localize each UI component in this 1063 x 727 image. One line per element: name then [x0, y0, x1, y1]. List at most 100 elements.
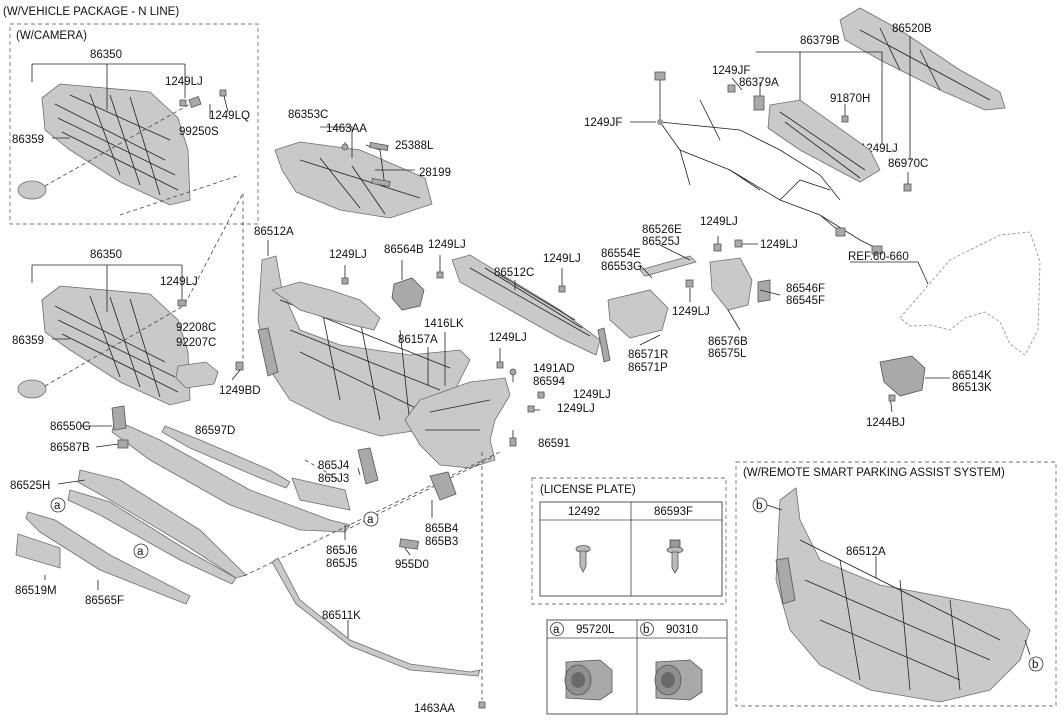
- callout-a-3: a: [363, 511, 379, 527]
- label-86591: 86591: [538, 438, 570, 450]
- callout-a-1: a: [50, 497, 66, 513]
- label-86571r: 86571R: [628, 349, 668, 361]
- label-86359b: 86359: [12, 335, 44, 347]
- label-86512a: 86512A: [254, 226, 294, 238]
- label-1249lj-a: 1249LJ: [165, 76, 203, 88]
- label-91870h: 1249JF: [584, 117, 622, 129]
- label-92207c: 92207C: [176, 337, 216, 349]
- label-1249jf-a: 1249JF: [712, 65, 750, 77]
- bolt-washer-icon: [666, 539, 684, 574]
- label-1249lj-k: 1249LJ: [760, 239, 798, 251]
- shroud-callouts: [320, 126, 415, 188]
- fascia-leaders: [427, 332, 545, 447]
- rspa-title: (W/REMOTE SMART PARKING ASSIST SYSTEM): [743, 467, 1005, 479]
- label-1249lj-d: 1249LJ: [428, 239, 466, 251]
- callout-b-2: b: [1028, 656, 1044, 672]
- label-86594: 86594: [533, 376, 566, 388]
- callout-b-1: b: [752, 497, 768, 513]
- label-86350b: 86350: [90, 249, 122, 261]
- label-86513k: 86513K: [952, 382, 992, 394]
- svg-text:a: a: [137, 546, 144, 558]
- beam-leaders: [727, 36, 912, 192]
- license-col2: 86593F: [654, 506, 693, 518]
- label-86353c: 86353C: [288, 109, 328, 121]
- grille-upper-callouts: [31, 63, 241, 216]
- label-1249lq: 1249LQ: [209, 110, 250, 122]
- small-brackets: [291, 447, 457, 556]
- label-865b3: 865B3: [425, 536, 458, 548]
- label-86576b: 86576B: [708, 336, 748, 348]
- label-92208c: 92208C: [176, 322, 216, 334]
- lower-grille-86512c: [451, 254, 601, 356]
- label-1463aa-b: 1463AA: [414, 703, 455, 715]
- camera-title: (W/CAMERA): [16, 30, 87, 42]
- lower-strips: [15, 405, 351, 605]
- label-86564b: 86564B: [384, 244, 424, 256]
- label-86575l: 86575L: [708, 348, 747, 360]
- label-86550g: 86550G: [50, 421, 91, 433]
- lower-lip-86511k: [271, 452, 486, 709]
- bumper-fascia: [404, 377, 511, 469]
- label-86157a: 86157A: [398, 334, 438, 346]
- label-86587b: 86587B: [50, 442, 90, 454]
- label-86512c: 86512C: [494, 267, 534, 279]
- license-title: (LICENSE PLATE): [540, 484, 636, 496]
- fender-outline: [850, 231, 1041, 356]
- svg-text:b: b: [1032, 659, 1038, 671]
- side-trims: [597, 236, 781, 363]
- label-86520b: 86520B: [892, 23, 932, 35]
- rspa-box: (W/REMOTE SMART PARKING ASSIST SYSTEM) 8…: [735, 461, 1057, 707]
- label-1249lj-i: 91870H: [830, 93, 870, 105]
- parking-sensor-b-icon: [654, 659, 703, 701]
- sensor-table: a 95720L b 90310: [546, 619, 728, 715]
- label-86525j: 86525J: [642, 236, 680, 248]
- license-plate-box: (LICENSE PLATE) 12492 86593F: [531, 477, 727, 605]
- label-1249jf-b: 86970C: [888, 158, 928, 170]
- parking-sensor-a-icon: [564, 659, 613, 701]
- label-25388l: 25388L: [395, 140, 434, 152]
- energy-absorber-86520b: [839, 7, 1006, 111]
- label-1249bd: 1249BD: [219, 385, 261, 397]
- sensor-b-marker: b: [643, 624, 649, 636]
- label-86597d: 86597D: [195, 425, 235, 437]
- svg-text:a: a: [367, 514, 374, 526]
- svg-text:a: a: [54, 500, 61, 512]
- label-1491ad: 1491AD: [533, 363, 575, 375]
- grille-upper: [17, 83, 191, 206]
- label-86571p: 86571P: [628, 362, 668, 374]
- label-86511k: 86511K: [322, 610, 361, 622]
- sensor-a-marker: a: [553, 624, 560, 636]
- label-1249lj-g: 1249LJ: [573, 389, 611, 401]
- label-1249lj-j: 1249LJ: [700, 216, 738, 228]
- label-28199: 28199: [419, 167, 451, 179]
- package-title: (W/VEHICLE PACKAGE - N LINE): [3, 6, 179, 18]
- label-86512a-b: 86512A: [846, 546, 886, 558]
- shroud-cover: [274, 141, 433, 219]
- label-86379a: 86379A: [739, 77, 779, 89]
- label-86565f: 86565F: [85, 595, 124, 607]
- callout-a-2: a: [133, 543, 149, 559]
- label-86514k: 86514K: [952, 370, 992, 382]
- bumper-frame: [257, 240, 471, 437]
- label-86379b: 86379B: [800, 35, 840, 47]
- label-865j4: 865J4: [318, 460, 350, 472]
- label-86554e: 86554E: [601, 248, 641, 260]
- sensor-a-part: 95720L: [576, 624, 615, 636]
- callout-b-leaders: [766, 504, 1031, 656]
- bracket-86514k: [879, 355, 950, 413]
- frame-bolts: [341, 255, 566, 382]
- label-86350a: 86350: [90, 49, 122, 61]
- label-1416lk: 1416LK: [424, 318, 464, 330]
- sensor-b-part: 90310: [666, 624, 698, 636]
- ref-label: REF.60-660: [848, 251, 909, 263]
- label-86546f: 86546F: [786, 283, 825, 295]
- label-865j5: 865J5: [326, 558, 357, 570]
- wiring-harness: [654, 71, 883, 255]
- license-col1: 12492: [568, 506, 600, 518]
- label-86525h: 86525H: [10, 480, 50, 492]
- label-86359a: 86359: [12, 134, 44, 146]
- label-1249lj-e: 1249LJ: [543, 253, 581, 265]
- label-865j3: 865J3: [318, 473, 349, 485]
- label-1244bj: 1244BJ: [866, 417, 905, 429]
